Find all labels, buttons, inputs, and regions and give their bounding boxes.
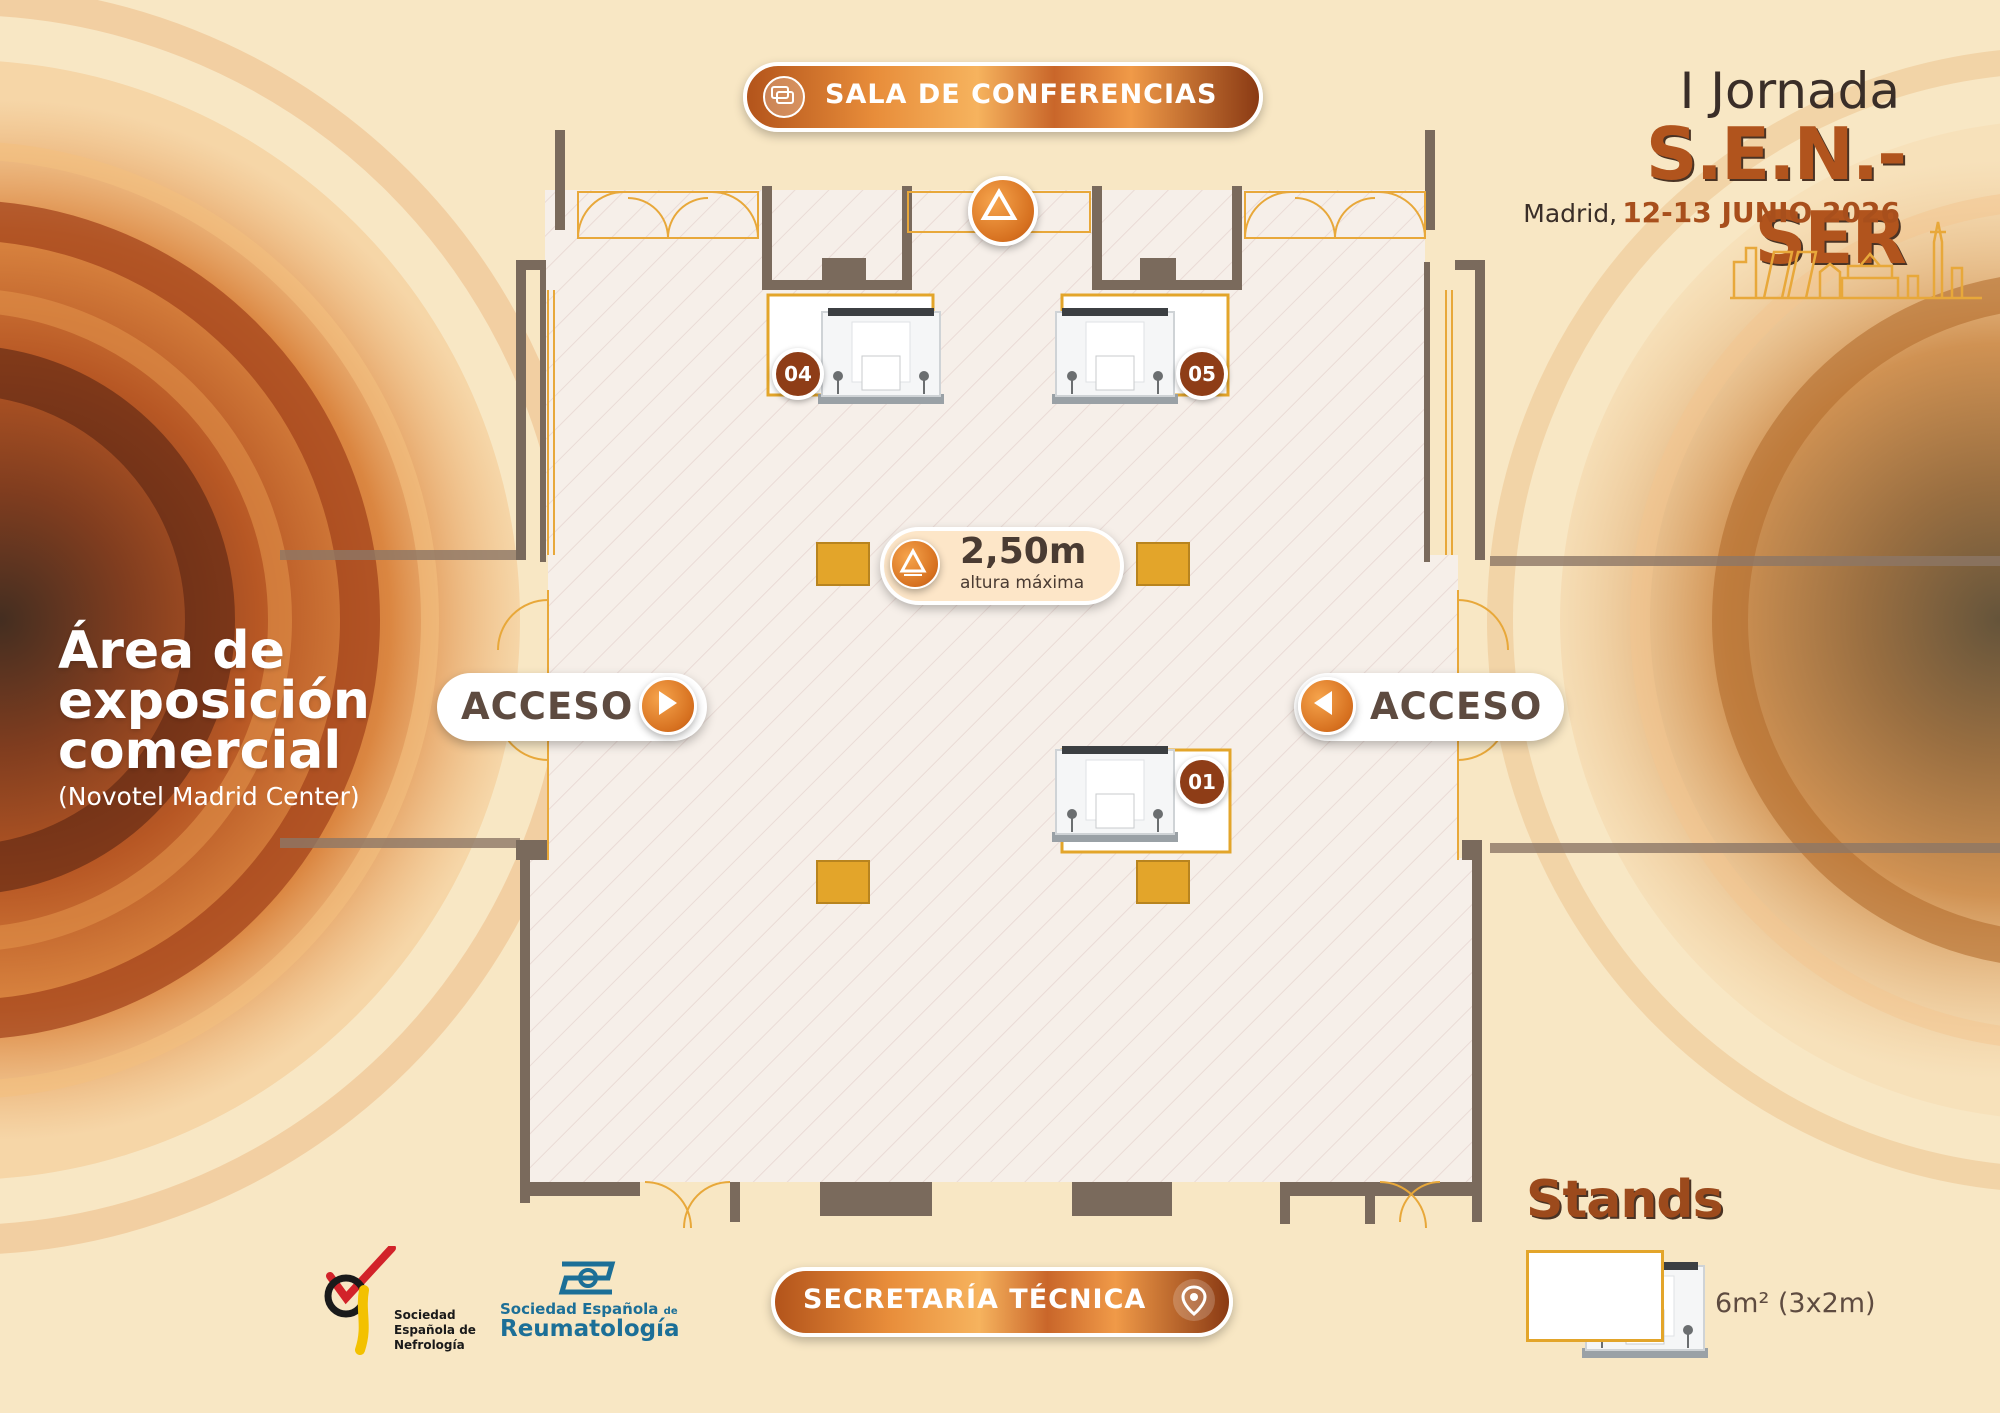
triangle-up-icon	[980, 187, 1018, 220]
ser-logo-line: Reumatología	[500, 1316, 680, 1342]
stand-booth	[817, 307, 945, 405]
arrow-right-icon	[639, 677, 697, 735]
sen-logo-line: Española de	[394, 1323, 476, 1337]
stand-booth	[1051, 307, 1179, 405]
area-subtitle: (Novotel Madrid Center)	[58, 782, 360, 811]
max-height-badge: 2,50m altura máxima	[880, 527, 1124, 605]
stand-number-badge[interactable]: 01	[1176, 756, 1228, 808]
top-access-circle[interactable]	[968, 176, 1038, 246]
sen-logo-line: Sociedad	[394, 1308, 456, 1322]
sen-logo: Sociedad Española de Nefrología	[320, 1246, 480, 1356]
sen-logo-mark	[324, 1246, 396, 1355]
ser-logo-mark	[558, 1261, 616, 1295]
area-title-line: Área de	[58, 621, 285, 681]
column	[816, 542, 870, 586]
acceso-right-button[interactable]: ACCESO	[1294, 673, 1564, 741]
acceso-left-button[interactable]: ACCESO	[437, 673, 707, 741]
column	[816, 860, 870, 904]
area-title-line: exposición	[58, 671, 370, 731]
secretaria-tecnica-label: SECRETARÍA TÉCNICA	[803, 1284, 1147, 1315]
chat-bubbles-icon	[763, 76, 805, 118]
triangle-up-icon	[890, 539, 940, 589]
sala-conferencias-label: SALA DE CONFERENCIAS	[825, 79, 1218, 110]
arrow-left-icon	[1298, 677, 1356, 735]
stand-number-badge[interactable]: 05	[1176, 348, 1228, 400]
event-dates: 12-13 JUNIO 2026	[1622, 196, 1900, 229]
ser-logo: Sociedad Española de Reumatología	[500, 1260, 680, 1342]
madrid-skyline-icon	[1730, 221, 1982, 300]
max-height-value: 2,50m	[960, 531, 1087, 572]
ser-logo-de: de	[663, 1306, 678, 1317]
column	[1136, 542, 1190, 586]
stand-booth	[1051, 745, 1179, 843]
location-pin-icon	[1173, 1279, 1215, 1321]
stand-number: 01	[1188, 770, 1216, 794]
legend-stand-box	[1526, 1250, 1664, 1342]
stand-number: 05	[1188, 362, 1216, 386]
area-title-line: comercial	[58, 721, 342, 781]
stand-number: 04	[784, 362, 812, 386]
event-city: Madrid,	[1523, 199, 1618, 228]
acceso-left-label: ACCESO	[461, 685, 634, 728]
sen-logo-line: Nefrología	[394, 1338, 465, 1352]
event-location-dates: Madrid, 12-13 JUNIO 2026	[1500, 196, 1900, 229]
max-height-caption: altura máxima	[960, 573, 1085, 593]
acceso-right-label: ACCESO	[1370, 685, 1543, 728]
column	[1136, 860, 1190, 904]
event-edition: I Jornada	[1679, 62, 1900, 120]
sala-conferencias-button[interactable]: SALA DE CONFERENCIAS	[743, 62, 1263, 132]
legend-title: Stands	[1526, 1170, 1724, 1230]
area-title: Área de exposición comercial (Novotel Ma…	[58, 621, 370, 811]
secretaria-tecnica-button[interactable]: SECRETARÍA TÉCNICA	[771, 1267, 1233, 1337]
ser-logo-line: Sociedad Española	[500, 1300, 659, 1318]
legend-size: 6m² (3x2m)	[1715, 1288, 1876, 1319]
stand-number-badge[interactable]: 04	[772, 348, 824, 400]
